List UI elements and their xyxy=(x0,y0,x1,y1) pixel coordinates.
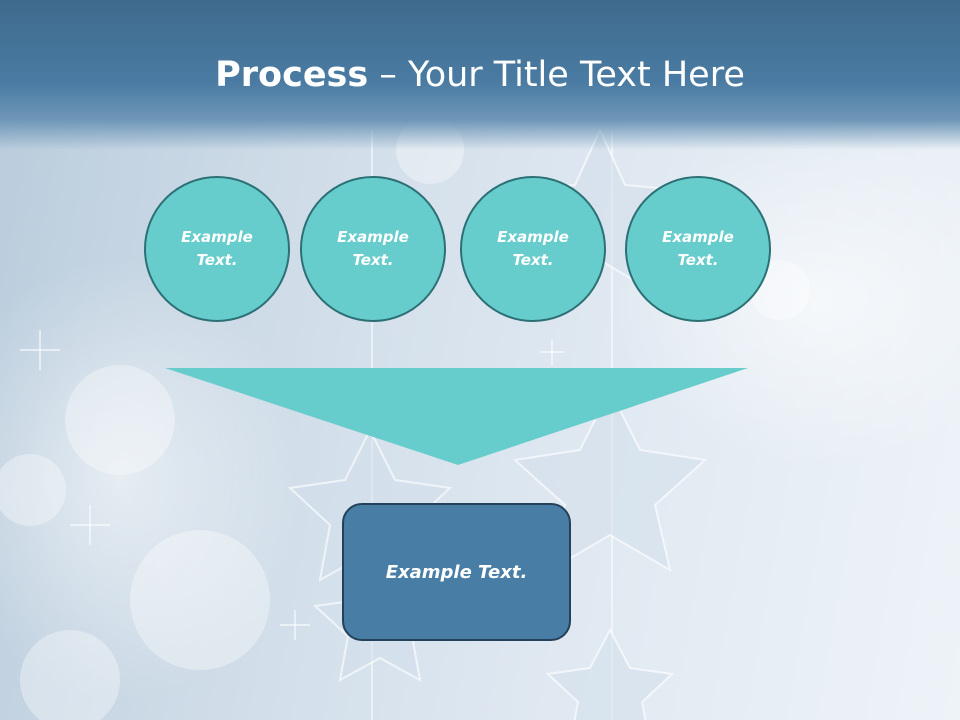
title-bar xyxy=(0,0,960,150)
result-box[interactable]: Example Text. xyxy=(342,503,571,641)
funnel-triangle xyxy=(165,368,748,465)
slide-title: Process – Your Title Text Here xyxy=(0,52,960,98)
title-rest: – Your Title Text Here xyxy=(368,55,745,95)
result-text: Example Text. xyxy=(385,561,528,583)
title-strong: Process xyxy=(215,55,369,95)
